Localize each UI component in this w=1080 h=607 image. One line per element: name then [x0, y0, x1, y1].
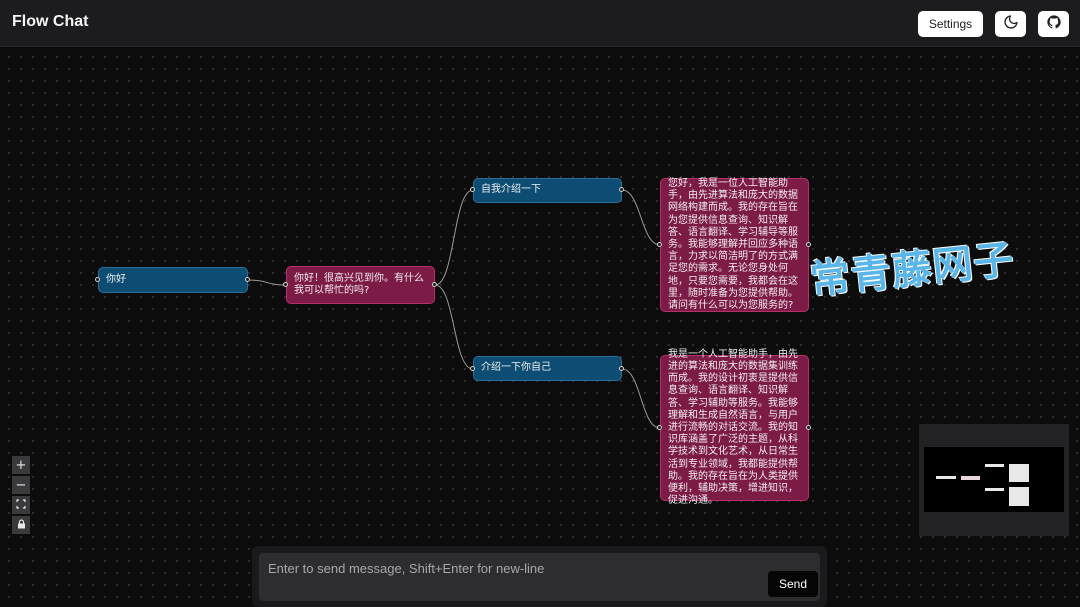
chat-node-assistant[interactable]: 我是一个人工智能助手，由先进的算法和庞大的数据集训练而成。我的设计初衷是提供信息…: [660, 349, 809, 506]
node-text: 您好，我是一位人工智能助手，由先进算法和庞大的数据网络构建而成。我的存在旨在为您…: [668, 177, 798, 311]
node-handle[interactable]: [806, 242, 811, 247]
canvas-controls: + −: [12, 456, 30, 536]
node-text: 你好: [106, 273, 126, 285]
node-text: 介绍一下你自己: [481, 362, 551, 374]
zoom-out-button[interactable]: −: [12, 476, 30, 494]
node-handle[interactable]: [657, 242, 662, 247]
flow-canvas[interactable]: [0, 48, 1080, 607]
node-handle[interactable]: [657, 425, 662, 430]
node-handle[interactable]: [245, 277, 250, 282]
minimap-node: [1009, 464, 1029, 482]
node-handle[interactable]: [432, 282, 437, 287]
github-button[interactable]: [1038, 11, 1069, 37]
message-input[interactable]: [259, 553, 820, 601]
minimap-node: [961, 476, 980, 480]
minimap-viewport: [924, 447, 1064, 512]
composer: Send: [252, 546, 827, 607]
lock-button[interactable]: [12, 516, 30, 534]
node-handle[interactable]: [95, 277, 100, 282]
fit-view-button[interactable]: [12, 496, 30, 514]
node-text: 自我介绍一下: [481, 184, 541, 196]
chat-node-assistant[interactable]: 你好！很高兴见到你。有什么我可以帮忙的吗?: [286, 266, 435, 304]
chat-node-user[interactable]: 介绍一下你自己: [473, 356, 622, 381]
app-title: Flow Chat: [12, 13, 89, 30]
app-header: Flow Chat Settings: [0, 0, 1080, 47]
lock-icon: [17, 518, 26, 533]
node-handle[interactable]: [619, 366, 624, 371]
node-handle[interactable]: [470, 187, 475, 192]
send-button[interactable]: Send: [768, 571, 818, 597]
minimap[interactable]: [919, 424, 1069, 536]
node-handle[interactable]: [470, 366, 475, 371]
chat-node-assistant[interactable]: 您好，我是一位人工智能助手，由先进算法和庞大的数据网络构建而成。我的存在旨在为您…: [660, 178, 809, 312]
node-handle[interactable]: [619, 187, 624, 192]
theme-toggle-button[interactable]: [995, 11, 1026, 37]
node-handle[interactable]: [806, 425, 811, 430]
github-icon: [1046, 14, 1062, 34]
minimap-node: [985, 488, 1004, 491]
node-text: 你好！很高兴见到你。有什么我可以帮忙的吗?: [294, 272, 424, 296]
fit-view-icon: [16, 498, 26, 513]
moon-icon: [1003, 14, 1019, 34]
chat-node-user[interactable]: 自我介绍一下: [473, 178, 622, 203]
minimap-node: [985, 464, 1004, 467]
settings-button[interactable]: Settings: [918, 11, 983, 37]
node-handle[interactable]: [283, 282, 288, 287]
minimap-node: [1009, 487, 1029, 506]
node-text: 我是一个人工智能助手，由先进的算法和庞大的数据集训练而成。我的设计初衷是提供信息…: [668, 348, 798, 507]
chat-node-user[interactable]: 你好: [98, 267, 248, 293]
zoom-in-button[interactable]: +: [12, 456, 30, 474]
minimap-node: [936, 476, 956, 479]
